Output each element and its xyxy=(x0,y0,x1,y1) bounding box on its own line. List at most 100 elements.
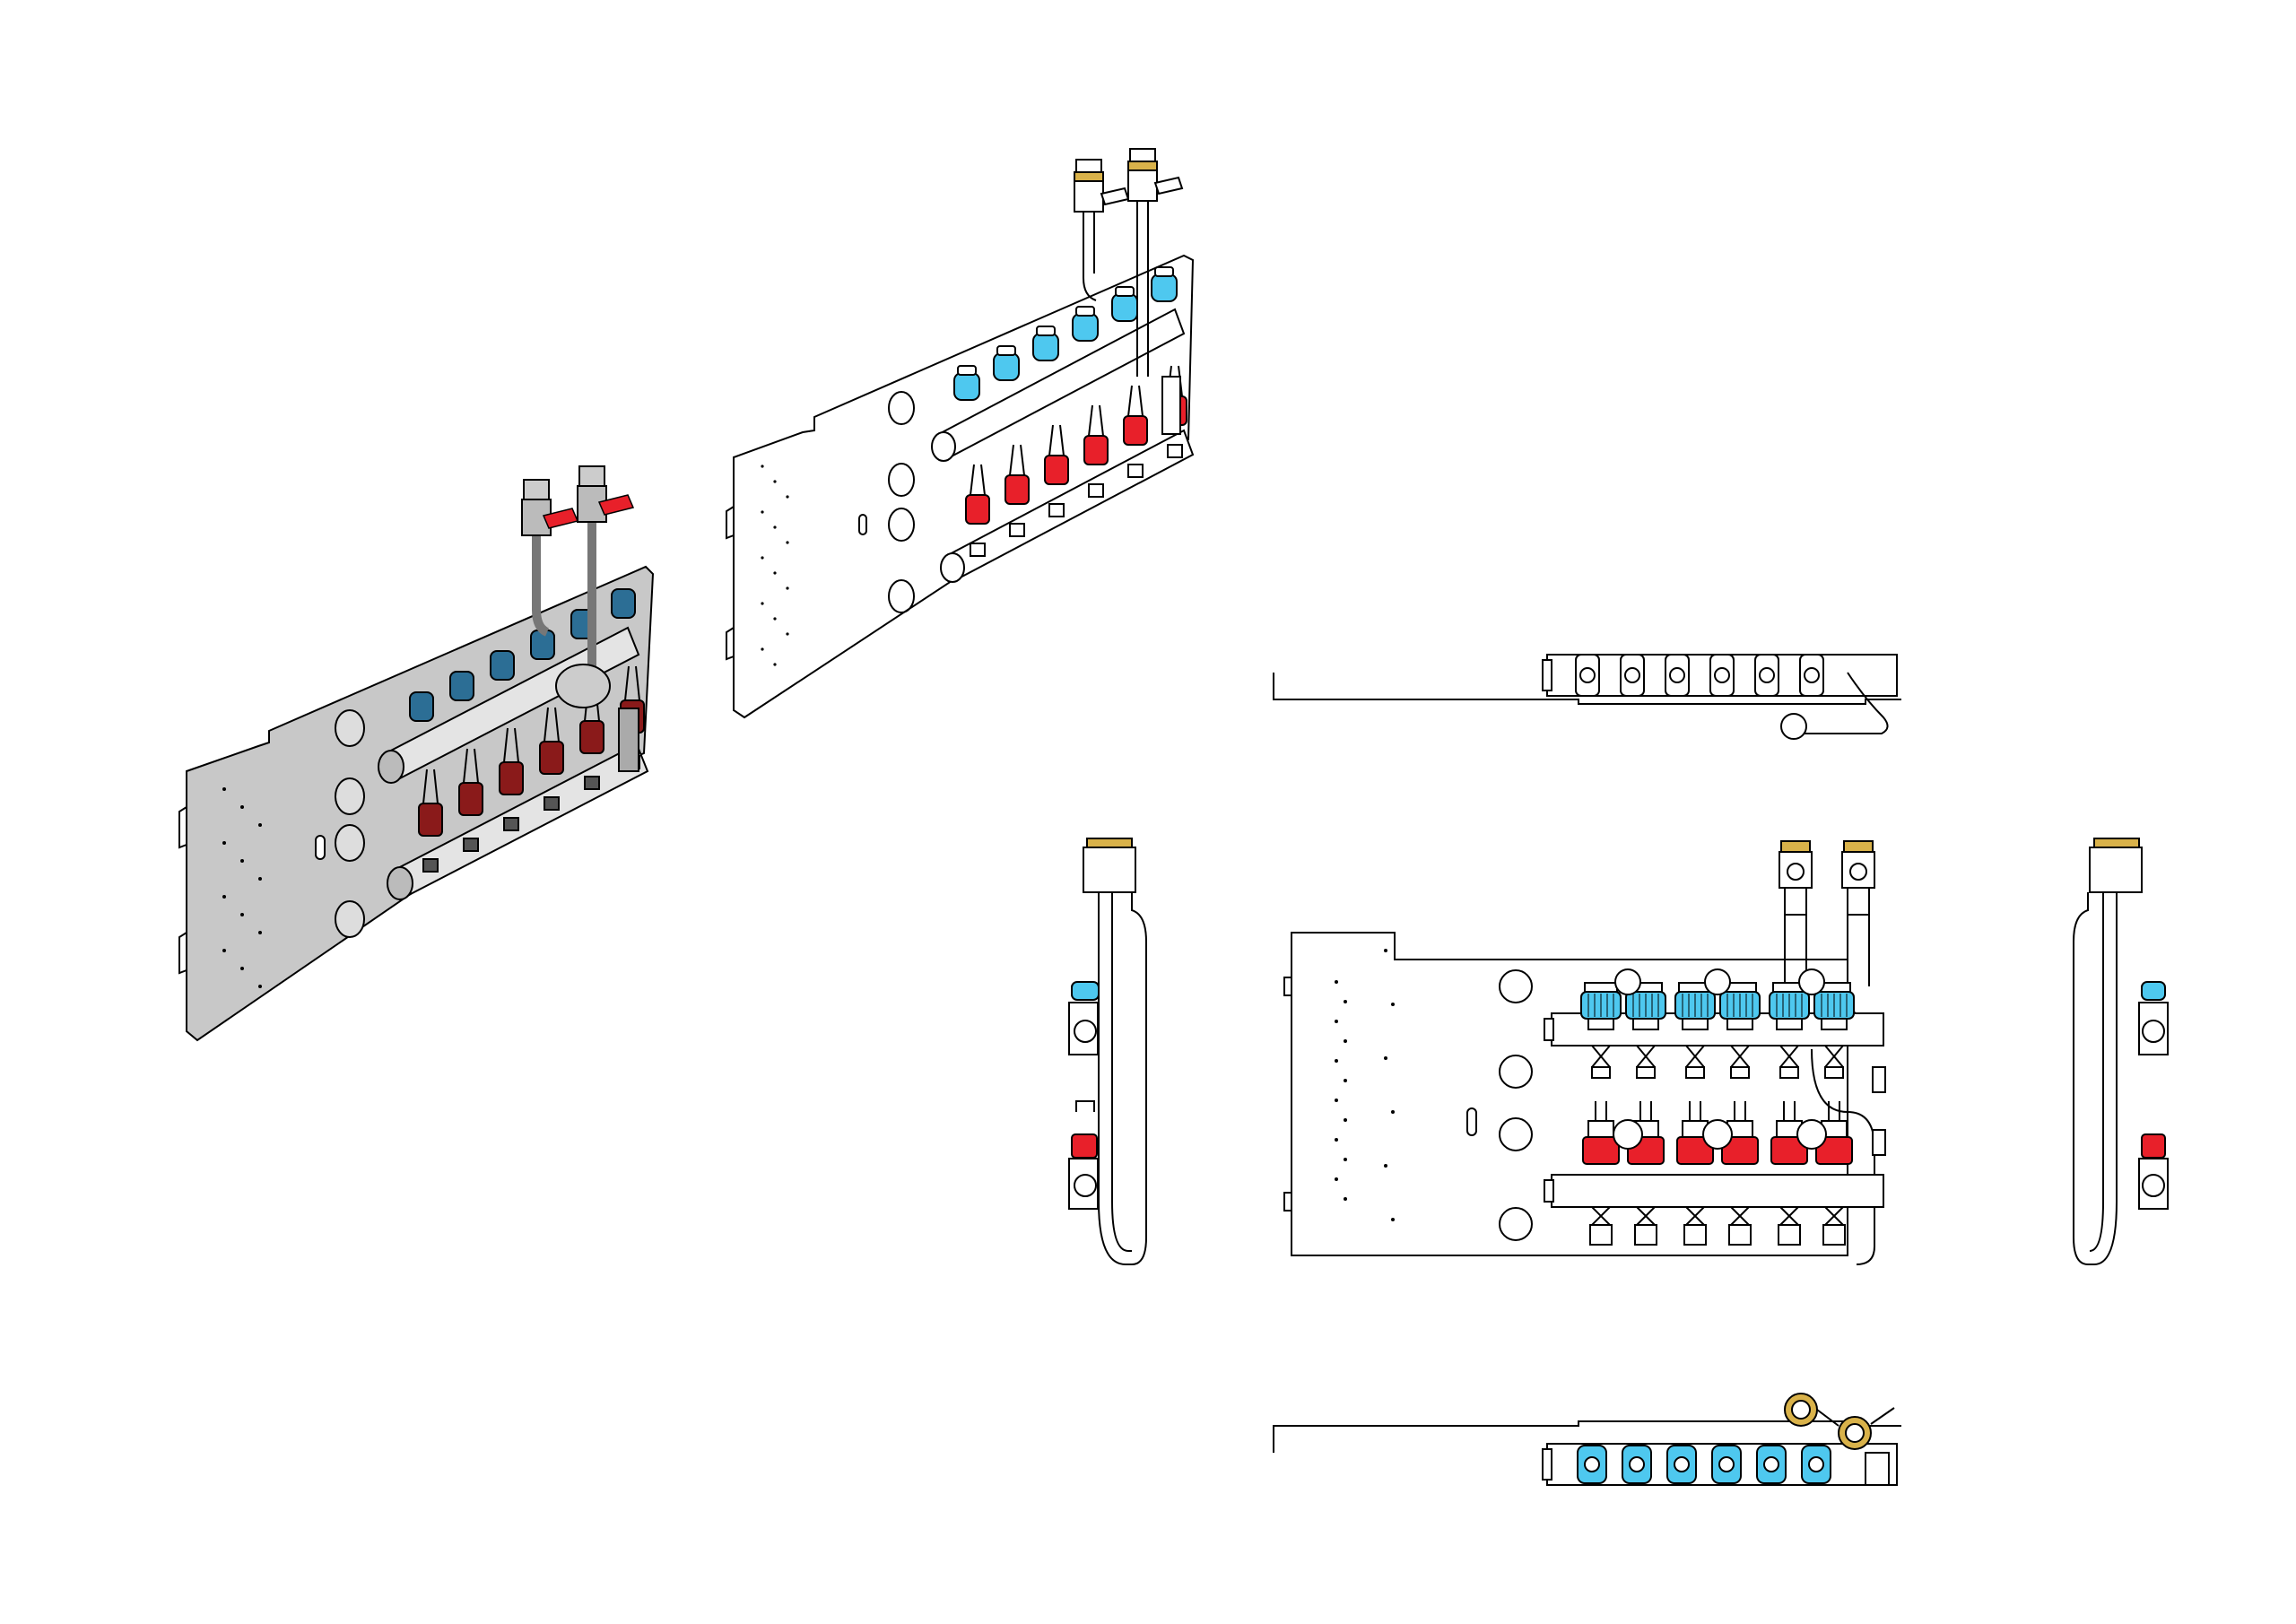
fitting-top xyxy=(523,479,550,500)
supply-bar-end xyxy=(931,431,956,462)
supply-cap xyxy=(1032,333,1059,361)
plate-tab xyxy=(178,932,187,975)
return-outlet xyxy=(1009,523,1025,537)
keyhole-slot xyxy=(1466,1107,1477,1136)
return-cap xyxy=(1582,1136,1620,1165)
supply-outlet xyxy=(1779,1066,1799,1079)
fitting-top xyxy=(578,465,605,487)
supply-cross xyxy=(1685,1045,1705,1068)
bridge-ring xyxy=(1613,1119,1643,1150)
fitting-body xyxy=(1074,180,1104,213)
bridge-ring xyxy=(1702,1119,1733,1150)
supply-valve-nut xyxy=(1632,1018,1659,1030)
plate-hole xyxy=(222,841,226,845)
plate-hole xyxy=(258,931,262,934)
plate-hole xyxy=(761,602,764,605)
return-bar-end xyxy=(940,552,965,583)
return-outlet xyxy=(1683,1224,1707,1246)
valve-top-circle xyxy=(1759,667,1775,683)
supply-valve-nut xyxy=(1726,1018,1753,1030)
cap-center xyxy=(1629,1456,1645,1472)
plate-hole xyxy=(761,510,764,514)
plate-hole xyxy=(786,632,789,636)
brass-ring xyxy=(2093,838,2140,848)
brass-ring xyxy=(1843,840,1874,853)
pipe-loop xyxy=(2073,892,2118,1265)
supply-cap-head xyxy=(1036,326,1056,336)
keyhole-slot xyxy=(858,514,867,535)
return-handle xyxy=(1127,385,1144,417)
plate-port xyxy=(888,579,915,613)
plate-port xyxy=(1499,1055,1533,1089)
return-handle xyxy=(1689,1101,1701,1121)
return-handle xyxy=(1088,404,1104,437)
brass-fitting-bore xyxy=(1791,1400,1811,1420)
keyhole-slot xyxy=(315,835,326,860)
plate-hole xyxy=(1335,1138,1338,1142)
return-cross xyxy=(1591,1206,1611,1226)
loop-pipe xyxy=(1811,1048,1875,1265)
supply-cap xyxy=(1072,313,1099,342)
plate-hole xyxy=(773,525,777,529)
fitting-top xyxy=(1075,159,1102,173)
cap-center xyxy=(1674,1456,1690,1472)
plate-port xyxy=(1499,1117,1533,1151)
return-bar-end xyxy=(387,866,413,900)
plate-hole xyxy=(773,571,777,575)
plate-tab xyxy=(1283,1192,1292,1211)
loop-bend xyxy=(555,664,611,708)
pipe-inner xyxy=(2089,892,2104,1252)
return-outlet xyxy=(544,796,560,811)
return-outlet xyxy=(1167,444,1183,458)
isometric-line-view xyxy=(726,148,1195,719)
plate-hole xyxy=(1335,1020,1338,1023)
return-handle xyxy=(1734,1101,1746,1121)
pipe-loop xyxy=(1098,892,1147,1265)
supply-cross xyxy=(1824,1045,1844,1068)
return-outlet xyxy=(970,543,986,557)
side-vent xyxy=(1872,1066,1886,1093)
plate-hole xyxy=(222,895,226,899)
side-vent xyxy=(1872,1129,1886,1156)
valve-top-circle xyxy=(1714,667,1730,683)
supply-valve-nut xyxy=(1587,1018,1614,1030)
plate-hole xyxy=(1384,1056,1387,1060)
return-cap xyxy=(1071,1133,1098,1159)
plate-hole xyxy=(1344,1039,1347,1043)
plate-hole xyxy=(1391,1110,1395,1114)
return-outlet xyxy=(1728,1224,1752,1246)
plate-port xyxy=(335,824,365,862)
fitting-top xyxy=(1129,148,1156,162)
riser xyxy=(532,525,550,637)
plate-hole xyxy=(1335,1099,1338,1102)
plate-port xyxy=(1499,1207,1533,1241)
drain-valve xyxy=(618,708,639,772)
plate-hole xyxy=(786,495,789,499)
plate-hole xyxy=(258,985,262,988)
top-view xyxy=(1273,654,1901,740)
plate-hole xyxy=(1384,1164,1387,1168)
valve-top-circle xyxy=(1579,667,1596,683)
supply-cap xyxy=(2141,981,2166,1001)
left-side-view xyxy=(1068,838,1147,1265)
bridge-ring xyxy=(1704,968,1731,995)
plate-edge xyxy=(1273,673,1901,705)
supply-cross xyxy=(1779,1045,1799,1068)
supply-cap-head xyxy=(1154,266,1174,277)
loop-pipe xyxy=(1794,672,1889,734)
supply-cap-head xyxy=(1115,286,1135,297)
supply-cap-head xyxy=(957,365,977,376)
supply-cap-head xyxy=(996,345,1016,356)
pipe-inner xyxy=(1111,892,1132,1252)
fitting-neck xyxy=(1784,887,1807,916)
plate-port xyxy=(335,900,365,938)
return-cross xyxy=(1685,1206,1705,1226)
shaded-supply-valve xyxy=(409,691,434,722)
valve-top-circle xyxy=(1624,667,1640,683)
return-top xyxy=(1587,1120,1614,1138)
drain-body xyxy=(1865,1452,1890,1486)
plate-hole xyxy=(222,787,226,791)
plate-port xyxy=(335,709,365,747)
fitting-port xyxy=(1849,863,1867,881)
plate-hole xyxy=(773,480,777,483)
